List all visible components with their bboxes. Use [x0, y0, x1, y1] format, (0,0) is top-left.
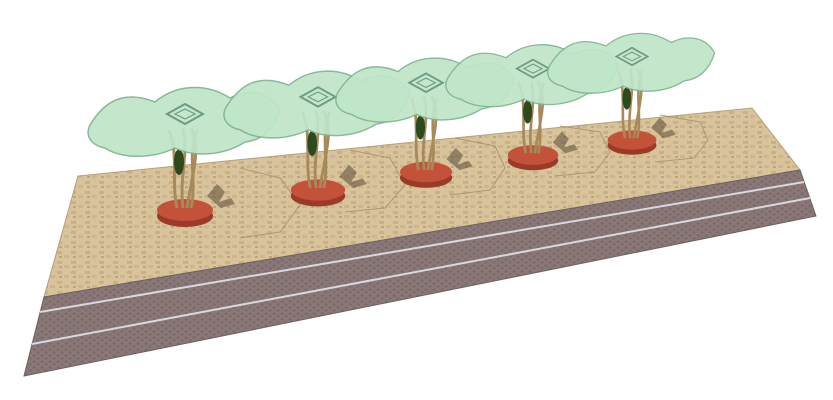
- vine-foliage: [307, 130, 318, 157]
- canopy-frame: [614, 46, 650, 67]
- road-stripe: [31, 197, 811, 345]
- canopy-sheet: [547, 32, 716, 94]
- canopy-frame-inner: [622, 51, 642, 62]
- road-stripe: [39, 181, 805, 313]
- vine-foliage: [174, 149, 184, 175]
- canopy-frame-inner: [415, 77, 437, 88]
- canopy-unit: [87, 86, 281, 227]
- planter-top: [399, 161, 453, 183]
- planter-top: [157, 199, 213, 221]
- planter-top: [607, 130, 657, 150]
- canopy-frame: [164, 102, 206, 126]
- canopy-unit: [547, 32, 716, 155]
- vine-foliage: [415, 115, 426, 140]
- canopy-frame-inner: [173, 108, 197, 120]
- canopy-shadow: [552, 131, 578, 154]
- planter-top: [290, 179, 346, 201]
- canopy-shadow: [339, 164, 367, 189]
- canopy-frame: [298, 86, 338, 108]
- canopy-frame: [407, 72, 445, 94]
- planter-top: [507, 145, 559, 165]
- vine-foliage: [622, 86, 632, 110]
- paving-seams: [239, 114, 709, 239]
- canopy-shadow: [207, 184, 235, 208]
- vine-foliage: [523, 100, 533, 124]
- canopy-frame-inner: [306, 91, 330, 103]
- canopy-shadow: [446, 147, 473, 171]
- road-paving: [23, 169, 817, 377]
- canopy-frame-inner: [522, 63, 544, 74]
